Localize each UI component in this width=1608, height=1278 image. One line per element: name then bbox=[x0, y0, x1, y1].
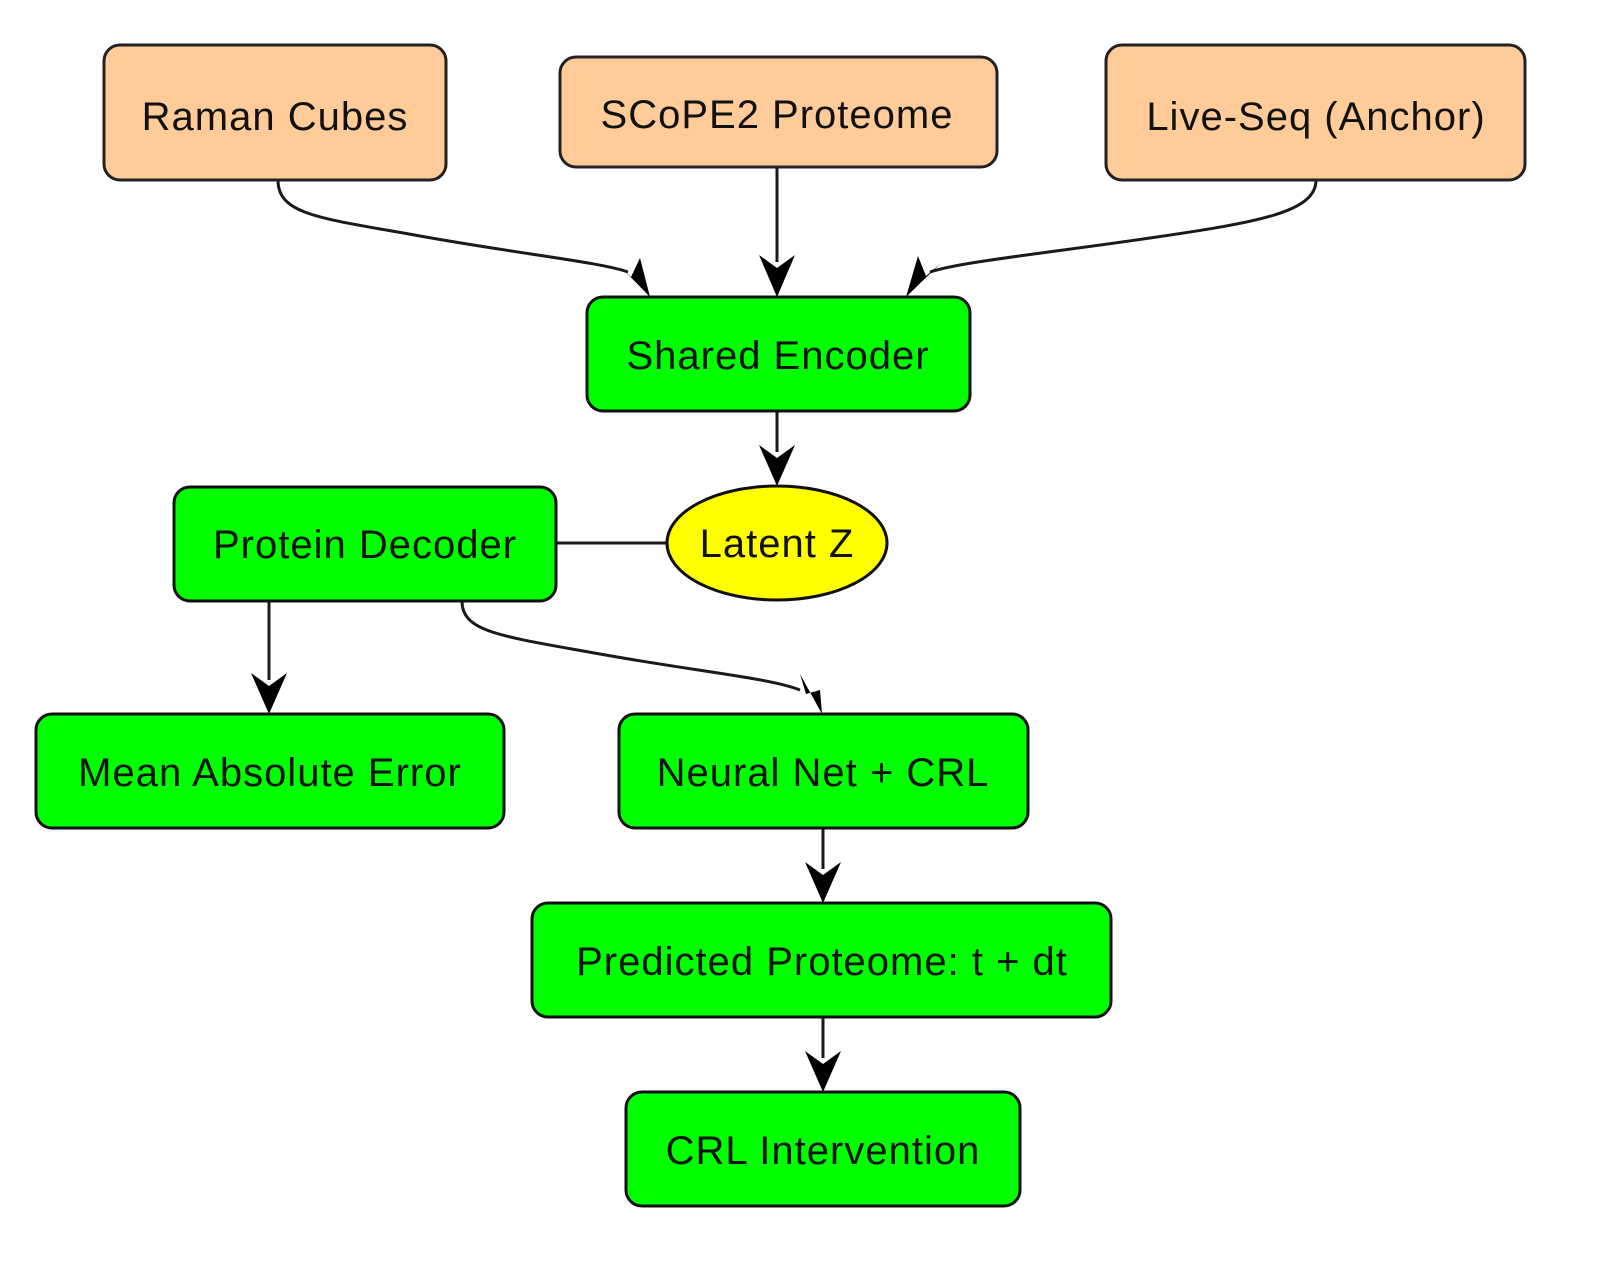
arrowhead-decoder-to-nncrl bbox=[800, 674, 822, 714]
node-crl-intervention[interactable]: CRL Intervention bbox=[624, 1090, 1022, 1208]
arrowhead-scope2-to-encoder bbox=[759, 255, 795, 297]
arrowhead-raman-to-encoder bbox=[618, 258, 650, 297]
arrowhead-liveseq-to-encoder bbox=[906, 256, 941, 297]
node-shared-encoder[interactable]: Shared Encoder bbox=[585, 295, 972, 413]
node-label: Live-Seq (Anchor) bbox=[1146, 95, 1485, 139]
edge-raman-to-encoder bbox=[276, 179, 629, 274]
node-label: Latent Z bbox=[700, 522, 855, 566]
node-neural-net-crl[interactable]: Neural Net + CRL bbox=[617, 712, 1030, 830]
node-label: Mean Absolute Error bbox=[78, 751, 462, 795]
arrowhead-decoder-to-mae bbox=[251, 673, 287, 714]
arrowhead-encoder-to-latent bbox=[759, 445, 795, 486]
node-label: CRL Intervention bbox=[666, 1129, 981, 1173]
arrowhead-nncrl-to-predicted bbox=[805, 862, 841, 903]
node-label: Protein Decoder bbox=[213, 523, 517, 567]
node-mean-absolute-error[interactable]: Mean Absolute Error bbox=[34, 712, 506, 830]
node-latent-z[interactable]: Latent Z bbox=[665, 484, 889, 602]
node-live-seq-anchor[interactable]: Live-Seq (Anchor) bbox=[1104, 43, 1527, 182]
node-scope2-proteome[interactable]: SCoPE2 Proteome bbox=[558, 55, 999, 169]
edge-liveseq-to-encoder bbox=[929, 179, 1318, 274]
nodes: Raman Cubes SCoPE2 Proteome Live-Seq (An… bbox=[34, 43, 1527, 1208]
node-predicted-proteome[interactable]: Predicted Proteome: t + dt bbox=[530, 901, 1113, 1019]
node-label: Neural Net + CRL bbox=[657, 751, 990, 795]
node-label: Raman Cubes bbox=[142, 95, 409, 139]
edge-decoder-to-nncrl bbox=[460, 600, 801, 692]
node-label: Predicted Proteome: t + dt bbox=[576, 940, 1068, 984]
node-protein-decoder[interactable]: Protein Decoder bbox=[172, 485, 558, 603]
arrowhead-predicted-to-intervention bbox=[805, 1051, 841, 1092]
node-label: Shared Encoder bbox=[626, 334, 929, 378]
node-raman-cubes[interactable]: Raman Cubes bbox=[102, 43, 448, 182]
node-label: SCoPE2 Proteome bbox=[601, 93, 954, 137]
edges bbox=[251, 167, 1318, 1092]
